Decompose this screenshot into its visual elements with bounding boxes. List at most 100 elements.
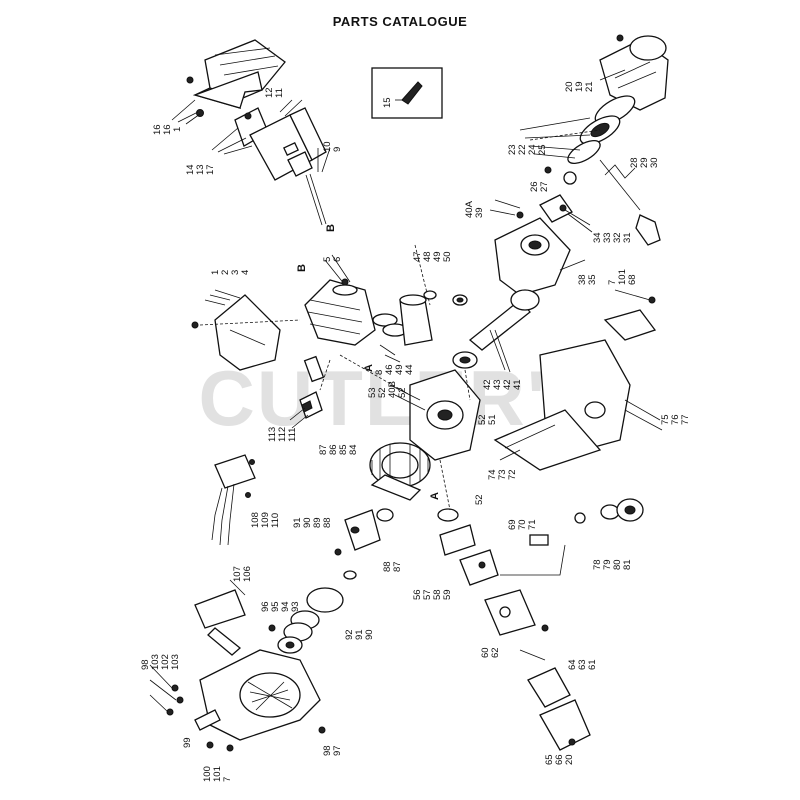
callout: 112 xyxy=(277,427,288,442)
callout: 79 xyxy=(602,559,613,570)
callout: 29 xyxy=(639,157,650,168)
callout: 11 xyxy=(274,88,285,98)
callout: 59 xyxy=(442,589,453,600)
starter-pulley-part xyxy=(519,95,636,165)
callout: 81 xyxy=(622,559,633,570)
page-title: PARTS CATALOGUE xyxy=(332,14,468,29)
callout: 103 xyxy=(150,654,161,670)
callout: 13 xyxy=(195,164,206,175)
callout: 12 xyxy=(264,87,275,98)
callout: 47 xyxy=(412,251,423,262)
callout: 109 xyxy=(260,512,271,528)
callout: 110 xyxy=(270,513,281,528)
callout: 87 xyxy=(392,561,403,572)
marker-a-left: A xyxy=(363,364,375,372)
callout: 31 xyxy=(622,232,633,243)
flywheel-part xyxy=(369,442,431,501)
callout: 101 xyxy=(617,269,628,285)
callout: 80 xyxy=(612,559,623,570)
ratchet-part xyxy=(539,194,593,233)
callout: 88 xyxy=(322,517,333,528)
callout: 88 xyxy=(382,561,393,572)
callout: 34 xyxy=(592,232,603,243)
callout: 99 xyxy=(182,737,193,748)
fan-housing-part xyxy=(194,649,326,752)
marker-b-mid: B xyxy=(296,264,308,272)
sprocket-part xyxy=(574,498,644,524)
callout: 30 xyxy=(649,157,660,168)
ignition-coil-part xyxy=(334,508,394,580)
callout: 66 xyxy=(554,754,565,765)
callout: 98 xyxy=(140,659,151,670)
callout: 14 xyxy=(185,164,196,175)
callout: 40A xyxy=(464,200,475,218)
callout: 58 xyxy=(432,589,443,600)
muffler-part xyxy=(211,99,331,226)
callout: 52 xyxy=(377,387,388,398)
callout: 7 xyxy=(607,280,618,285)
callout: 90 xyxy=(302,517,313,528)
callout: 52 xyxy=(477,414,488,425)
callout: 84 xyxy=(348,444,359,455)
callout: 8 xyxy=(374,370,385,375)
piston-part xyxy=(372,294,433,363)
callout: 94 xyxy=(280,601,291,612)
callout: 16 xyxy=(162,124,173,135)
callout: 27 xyxy=(539,181,550,192)
callout: 41 xyxy=(512,379,523,390)
callout: 92 xyxy=(344,629,355,640)
callout: 102 xyxy=(160,654,171,670)
callout: 49 xyxy=(432,251,443,262)
crankcase-body-part xyxy=(389,369,481,461)
callout: 113 xyxy=(267,427,278,442)
callout: 52 xyxy=(397,387,408,398)
callout: 97 xyxy=(332,745,343,756)
callout: 75 xyxy=(660,414,671,425)
callout: 85 xyxy=(338,444,349,455)
carburettor-lower-part xyxy=(484,589,549,661)
spring-part xyxy=(544,159,661,246)
callout: 89 xyxy=(312,517,323,528)
callout: 76 xyxy=(670,414,681,425)
callout: 100 xyxy=(202,766,213,782)
callout: 70 xyxy=(517,519,528,530)
callout: 60 xyxy=(480,647,491,658)
callout: 35 xyxy=(587,274,598,285)
callout: 111 xyxy=(287,428,298,442)
callout: 16 xyxy=(152,124,163,135)
callout: 49 xyxy=(394,364,405,375)
callout: 26 xyxy=(529,181,540,192)
callout: 2 xyxy=(220,270,231,275)
callout: 108 xyxy=(250,512,261,528)
callout: 91 xyxy=(292,517,303,528)
connecting-rod-part xyxy=(452,289,540,373)
fuel-line-part xyxy=(500,534,566,576)
spark-plug-part xyxy=(289,355,325,429)
crankcase-part xyxy=(489,199,586,296)
carburettor-part xyxy=(437,508,499,586)
callout: 96 xyxy=(260,601,271,612)
callout: 62 xyxy=(490,647,501,658)
callout: 44 xyxy=(404,364,415,375)
callout: 61 xyxy=(587,659,598,670)
callout: 20 xyxy=(564,81,575,92)
callout: 73 xyxy=(497,469,508,480)
callout: 56 xyxy=(412,589,423,600)
assembly-lines xyxy=(319,129,601,511)
callout: 3 xyxy=(230,270,241,275)
air-filter-part xyxy=(527,667,591,751)
callout: 52 xyxy=(474,494,485,505)
callout: 9 xyxy=(332,147,343,152)
callout: 32 xyxy=(612,232,623,243)
callout: 74 xyxy=(487,469,498,480)
callout: 72 xyxy=(507,469,518,480)
bracket-part xyxy=(614,289,656,304)
callout: 77 xyxy=(680,414,691,425)
callout: 28 xyxy=(629,157,640,168)
callout: 4 xyxy=(240,270,251,275)
callout: 95 xyxy=(270,601,281,612)
callout: 106 xyxy=(242,566,253,582)
callout: 1 xyxy=(172,127,183,132)
callout: 68 xyxy=(627,274,638,285)
